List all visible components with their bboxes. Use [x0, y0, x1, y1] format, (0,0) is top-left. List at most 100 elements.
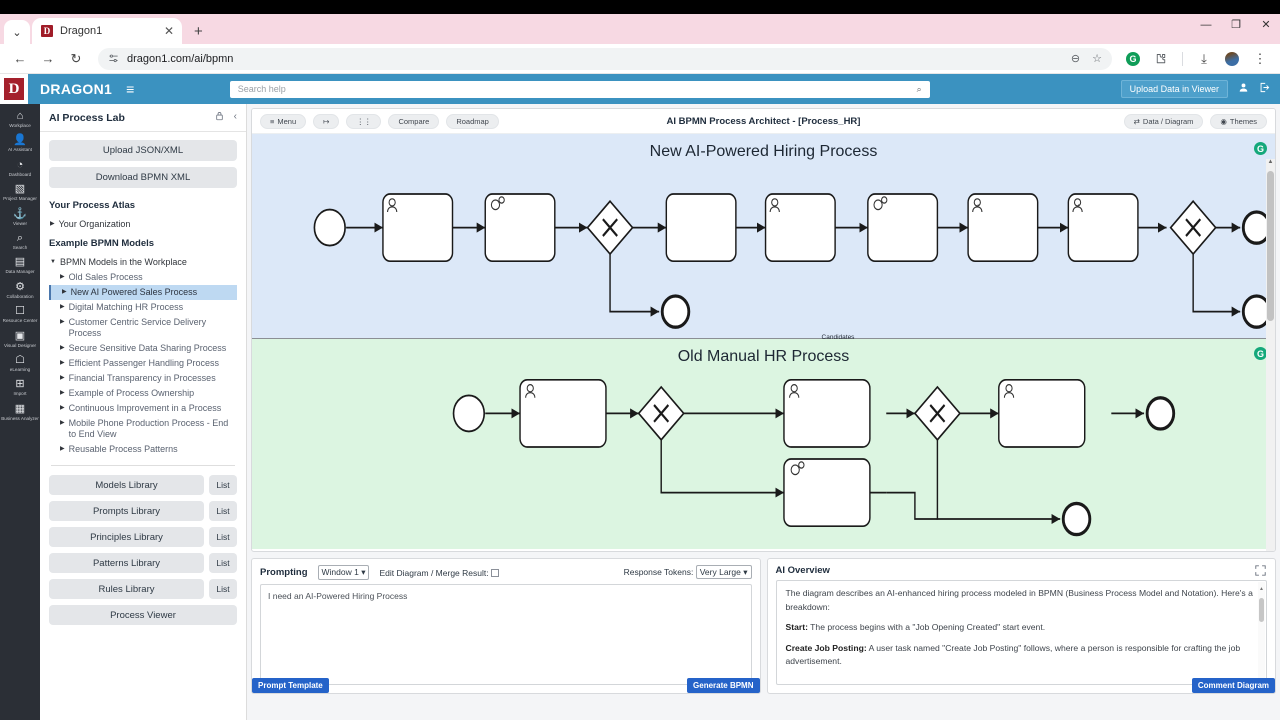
close-tab-icon[interactable]: ✕	[163, 24, 174, 38]
extensions-puzzle-icon[interactable]	[1149, 47, 1173, 71]
panel-title: AI Process Lab	[49, 111, 125, 124]
process-viewer-button[interactable]: Process Viewer	[49, 605, 237, 625]
comment-diagram-button[interactable]: Comment Diagram	[1191, 678, 1275, 693]
upload-json-xml-button[interactable]: Upload JSON/XML	[49, 140, 237, 161]
download-bpmn-xml-button[interactable]: Download BPMN XML	[49, 167, 237, 188]
grammarly-extension-icon[interactable]: G	[1126, 51, 1140, 66]
scroll-up-arrow-icon[interactable]: ▲	[1267, 159, 1274, 165]
prompt-textarea[interactable]: I need an AI-Powered Hiring Process	[260, 584, 752, 685]
rail-item-visual-designer[interactable]: ▣Visual Designer	[0, 328, 40, 351]
help-search-input[interactable]: Search help ⌕	[229, 80, 930, 98]
browser-tab[interactable]: D Dragon1 ✕	[32, 18, 182, 44]
reload-icon[interactable]: ↻	[70, 50, 82, 66]
generate-bpmn-button[interactable]: Generate BPMN	[687, 678, 760, 693]
grammarly-badge-icon[interactable]: G	[1254, 347, 1267, 360]
zoom-icon[interactable]: ⊖	[1070, 53, 1081, 65]
rail-item-collaboration[interactable]: ⚙Collaboration	[0, 279, 40, 302]
tree-item-mobile-phone-production-process[interactable]: ▶Mobile Phone Production Process - End t…	[49, 416, 237, 442]
user-account-icon[interactable]	[1238, 82, 1249, 96]
rail-item-dashboard[interactable]: ◔Dashboard	[0, 157, 40, 180]
canvas-vertical-scrollbar[interactable]: ▲	[1266, 159, 1275, 551]
site-settings-icon[interactable]	[108, 53, 119, 64]
new-tab-icon[interactable]: +	[194, 23, 203, 40]
principles-library-list-button[interactable]: List	[209, 527, 237, 547]
principles-library-button[interactable]: Principles Library	[49, 527, 204, 547]
back-icon[interactable]: ←	[13, 51, 27, 66]
canvas-menu-button[interactable]: ≡Menu	[260, 113, 307, 129]
address-bar[interactable]: dragon1.com/ai/bpmn ⊖ ☆	[98, 47, 1112, 70]
minimize-icon[interactable]: —	[1200, 18, 1212, 31]
rules-library-list-button[interactable]: List	[209, 579, 237, 599]
rail-item-ai-assistant[interactable]: 👤AI Assistant	[0, 132, 40, 155]
lock-icon[interactable]	[215, 111, 224, 124]
hamburger-menu-icon[interactable]: ≡	[126, 81, 135, 97]
tab-list-chevron-icon[interactable]: ⌄	[4, 20, 30, 44]
search-icon[interactable]: ⌕	[916, 83, 922, 94]
rail-item-workplace[interactable]: ⌂Workplace	[0, 108, 40, 131]
logout-icon[interactable]	[1259, 82, 1270, 96]
distribute-button[interactable]: ⋮⋮	[346, 113, 382, 129]
profile-avatar[interactable]	[1225, 51, 1239, 66]
rail-item-viewer[interactable]: ⚓Viewer	[0, 206, 40, 229]
tree-item-financial-transparency-in-processes[interactable]: ▶Financial Transparency in Processes	[49, 371, 237, 386]
tree-item-new-ai-powered-sales-process[interactable]: ▶New AI Powered Sales Process	[49, 285, 237, 300]
tree-item-secure-sensitive-data-sharing-process[interactable]: ▶Secure Sensitive Data Sharing Process	[49, 341, 237, 356]
rail-item-import[interactable]: ⊞Import	[0, 376, 40, 399]
tree-item-your-organization[interactable]: ▶ Your Organization	[49, 217, 237, 232]
align-button[interactable]: ↦	[313, 113, 340, 129]
prompt-template-button[interactable]: Prompt Template	[252, 678, 329, 693]
diagram-new-ai-powered-hiring-process[interactable]: New AI-Powered Hiring Process G	[252, 134, 1275, 459]
dragon1-logo[interactable]: D	[0, 74, 28, 104]
models-library-list-button[interactable]: List	[209, 475, 237, 495]
tree-item-label: Reusable Process Patterns	[68, 444, 178, 454]
tree-item-example-of-process-ownership[interactable]: ▶Example of Process Ownership	[49, 386, 237, 401]
data-diagram-button[interactable]: ⇄Data / Diagram	[1123, 113, 1204, 129]
grammarly-badge-icon[interactable]: G	[1254, 142, 1267, 155]
roadmap-button[interactable]: Roadmap	[446, 113, 499, 129]
scroll-up-arrow-icon[interactable]: ▲	[1259, 586, 1264, 592]
ai-overview-scrollbar[interactable]: ▲	[1258, 582, 1265, 683]
upload-data-in-viewer-button[interactable]: Upload Data in Viewer	[1120, 80, 1228, 98]
download-icon[interactable]: ⤓	[1201, 50, 1207, 66]
maximize-icon[interactable]: ❐	[1231, 19, 1241, 31]
rules-library-button[interactable]: Rules Library	[49, 579, 204, 599]
browser-toolbar: ← → ↻ dragon1.com/ai/bpmn ⊖ ☆ G ⤓ ⋮	[0, 44, 1280, 74]
ai-overview-body[interactable]: The diagram describes an AI-enhanced hir…	[775, 580, 1267, 685]
diagram-old-manual-hr-process[interactable]: Old Manual HR Process G	[252, 339, 1275, 549]
edit-merge-checkbox[interactable]	[490, 568, 499, 577]
canvas-scroll-region[interactable]: New AI-Powered Hiring Process G	[252, 134, 1275, 551]
rail-item-resource-center[interactable]: ☐Resource Center	[0, 303, 40, 326]
close-window-icon[interactable]: ✕	[1261, 19, 1271, 31]
patterns-library-button[interactable]: Patterns Library	[49, 553, 204, 573]
tree-item-continuous-improvement-in-a-process[interactable]: ▶Continuous Improvement in a Process	[49, 401, 237, 416]
scrollbar-thumb[interactable]	[1267, 171, 1274, 321]
tree-root-bpmn-models[interactable]: ▼ BPMN Models in the Workplace	[49, 255, 237, 270]
process-atlas-heading: Your Process Atlas	[49, 200, 136, 211]
rail-item-data-manager[interactable]: ▤Data Manager	[0, 254, 40, 277]
tree-item-digital-matching-hr-process[interactable]: ▶Digital Matching HR Process	[49, 300, 237, 315]
compare-button[interactable]: Compare	[388, 113, 440, 129]
collapse-panel-icon[interactable]: ‹	[233, 111, 237, 122]
response-tokens-select[interactable]: Very Large ▾	[695, 565, 752, 579]
rail-item-elearning[interactable]: ☖eLearning	[0, 352, 40, 375]
window-select[interactable]: Window 1 ▾	[317, 565, 370, 580]
expand-icon[interactable]	[1255, 565, 1267, 577]
bookmark-star-icon[interactable]: ☆	[1092, 53, 1102, 65]
tree-item-customer-centric-service-delivery-process[interactable]: ▶Customer Centric Service Delivery Proce…	[49, 315, 237, 341]
tree-item-label: Financial Transparency in Processes	[68, 373, 216, 383]
rail-item-project-manager[interactable]: ▧Project Manager	[0, 181, 40, 204]
tree-item-efficient-passenger-handling-process[interactable]: ▶Efficient Passenger Handling Process	[49, 356, 237, 371]
response-tokens-label: Response Tokens:	[623, 567, 694, 577]
rail-item-search[interactable]: ⌕Search	[0, 230, 40, 253]
scrollbar-thumb[interactable]	[1259, 598, 1264, 622]
patterns-library-list-button[interactable]: List	[209, 553, 237, 573]
tree-item-reusable-process-patterns[interactable]: ▶Reusable Process Patterns	[49, 442, 237, 457]
tree-item-old-sales-process[interactable]: ▶Old Sales Process	[49, 270, 237, 285]
prompts-library-list-button[interactable]: List	[209, 501, 237, 521]
forward-icon[interactable]: →	[41, 51, 55, 66]
prompts-library-button[interactable]: Prompts Library	[49, 501, 204, 521]
themes-button[interactable]: ◉Themes	[1210, 113, 1267, 129]
chrome-menu-icon[interactable]: ⋮	[1253, 50, 1267, 66]
rail-item-business-analyzer[interactable]: ▦Business Analyzer	[0, 401, 40, 424]
models-library-button[interactable]: Models Library	[49, 475, 204, 495]
